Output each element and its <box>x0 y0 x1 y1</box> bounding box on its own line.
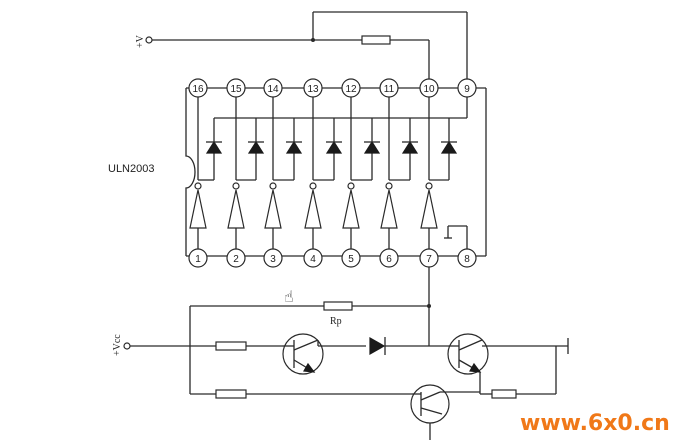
chip-label: ULN2003 <box>108 163 154 175</box>
pin-label: 3 <box>270 254 276 265</box>
watermark-text: www.6x0.cn <box>520 411 670 436</box>
ground-symbol <box>444 225 468 249</box>
channel-6 <box>380 97 419 249</box>
top-pins: 16 15 14 13 12 11 10 9 <box>188 78 477 98</box>
pin-label: 5 <box>348 254 354 265</box>
inverter-bubble <box>425 182 433 190</box>
pin-label: 6 <box>386 254 392 265</box>
transistor-q3-icon <box>410 384 450 424</box>
inverter-bubble <box>232 182 240 190</box>
pin-label: 10 <box>423 84 435 95</box>
inverter-bubble <box>309 182 317 190</box>
diode-icon <box>401 140 419 154</box>
resistor-icon <box>215 341 247 351</box>
buffer-icon <box>380 189 398 229</box>
inverter-bubble <box>194 182 202 190</box>
bottom-pins: 1 2 3 4 5 6 7 8 <box>188 248 477 268</box>
pin-label: 13 <box>307 84 319 95</box>
channel-1 <box>189 97 223 249</box>
pin-label: 15 <box>230 84 242 95</box>
channel-4 <box>304 97 343 249</box>
channel-7 <box>420 97 458 249</box>
buffer-icon <box>189 189 207 229</box>
pin-label: 14 <box>267 84 279 95</box>
buffer-icon <box>420 189 438 229</box>
diode-d1-icon <box>369 336 386 356</box>
drive-circuit: Rp ☝ +Vcc <box>112 267 569 440</box>
supply-v-terminal <box>145 36 153 44</box>
resistor-rp-label: Rp <box>330 316 342 327</box>
channel-5 <box>342 97 381 249</box>
resistor-icon <box>361 35 391 45</box>
transistor-q2-icon <box>447 333 489 375</box>
junction-dot <box>311 38 315 42</box>
pin-label: 1 <box>195 254 201 265</box>
diode-icon <box>247 140 265 154</box>
channel-2 <box>227 97 265 249</box>
pin-label: 12 <box>345 84 357 95</box>
inverter-bubble <box>385 182 393 190</box>
diode-icon <box>440 140 458 154</box>
hand-icon: ☝ <box>284 287 294 306</box>
inverter-bubble <box>269 182 277 190</box>
inverter-bubble <box>347 182 355 190</box>
supply-v-net: +V <box>135 11 468 79</box>
buffer-icon <box>304 189 322 229</box>
diode-icon <box>205 140 223 154</box>
pin-label: 8 <box>464 254 470 265</box>
buffer-icon <box>264 189 282 229</box>
diode-icon <box>285 140 303 154</box>
transistor-q1-icon <box>282 333 324 375</box>
pin-label: 7 <box>426 254 432 265</box>
resistor-rp-icon <box>323 301 353 311</box>
uln2003-chip <box>185 87 487 257</box>
pin-label: 16 <box>192 84 204 95</box>
supply-vcc-terminal <box>123 342 131 350</box>
pin-label: 11 <box>384 84 395 95</box>
resistor-icon <box>215 389 247 399</box>
diode-icon <box>325 140 343 154</box>
supply-v-label: +V <box>135 34 146 48</box>
resistor-icon <box>491 389 517 399</box>
diode-icon <box>363 140 381 154</box>
pin-label: 9 <box>464 84 470 95</box>
supply-vcc-label: +Vcc <box>112 334 123 356</box>
buffer-icon <box>227 189 245 229</box>
pin-label: 4 <box>310 254 316 265</box>
pin-label: 2 <box>233 254 239 265</box>
channel-3 <box>264 97 303 249</box>
buffer-icon <box>342 189 360 229</box>
